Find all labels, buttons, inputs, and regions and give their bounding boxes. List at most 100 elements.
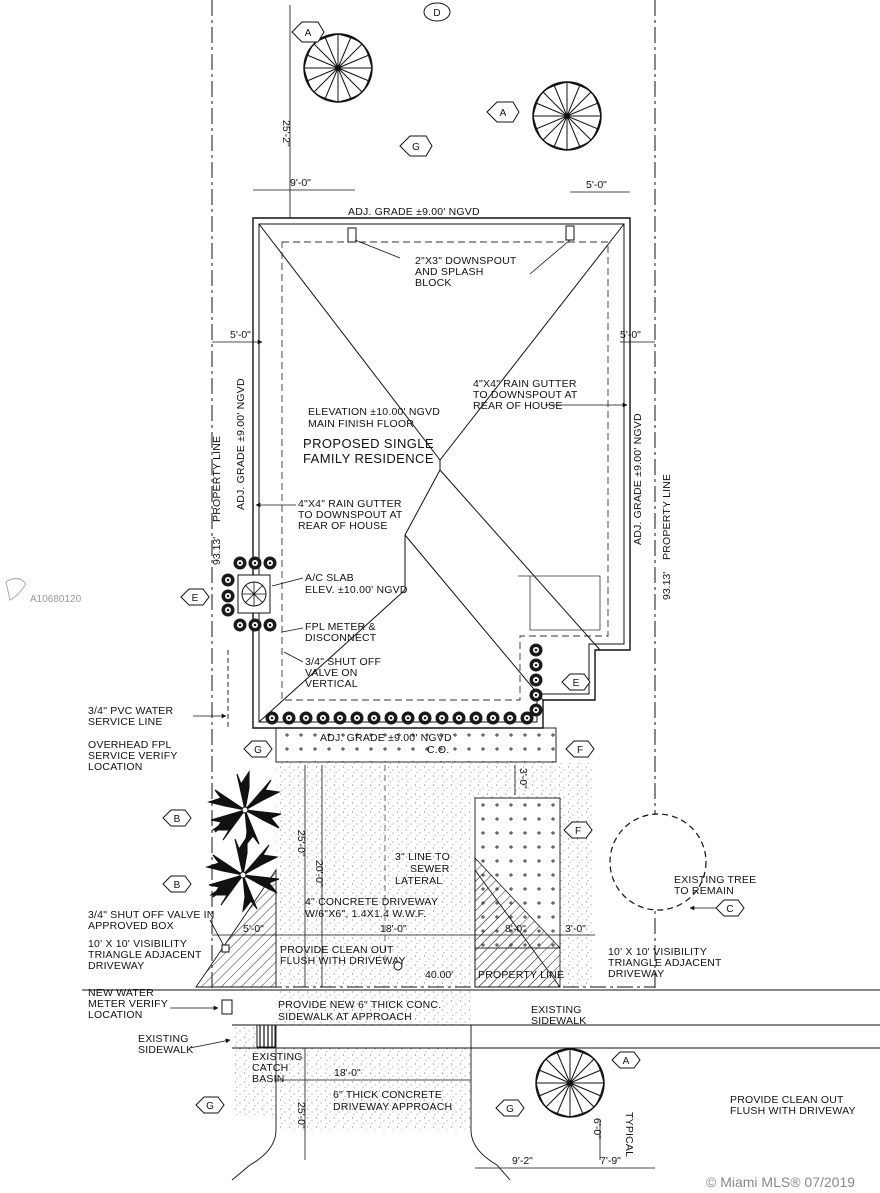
leader-fpl <box>281 627 304 633</box>
label-approach-1: 6" THICK CONCRETE <box>333 1089 442 1101</box>
new-sidewalk <box>276 990 471 1025</box>
label-existing-sidewalk-left-2: SIDEWALK <box>138 1044 193 1056</box>
label-cleanout-right-1: PROVIDE CLEAN OUT <box>730 1094 844 1106</box>
concrete-side <box>560 762 595 987</box>
roof-hip-1 <box>258 223 441 461</box>
label-sewer-2: SEWER <box>410 863 450 875</box>
tag-shrub-e-right <box>561 673 591 691</box>
label-gutter-right-2: TO DOWNSPOUT AT <box>473 389 578 401</box>
tree-a-top-right <box>532 81 602 151</box>
label-cleanout-co: C.O. <box>427 744 449 756</box>
tag-grass-g-top-label: G <box>412 142 420 153</box>
dim-front-8: 8'-0" <box>505 923 526 935</box>
cleanout-icon <box>393 961 403 971</box>
tag-d-label: D <box>433 8 440 19</box>
palm-tree-b-1 <box>208 771 282 847</box>
dim-front-3b: 3'-0" <box>565 923 586 935</box>
tree-a-bottom <box>535 1048 605 1118</box>
label-property-line-left: PROPERTY LINE <box>211 436 223 522</box>
dim-lot-depth-right: 93.13' <box>661 572 673 600</box>
label-shutoff-vertical-2: VALVE ON <box>305 667 358 679</box>
dim-side-right: 5'-0" <box>620 329 641 341</box>
label-overhead-fpl-2: SERVICE VERIFY <box>88 750 178 762</box>
shrubs-right-column <box>529 643 543 717</box>
label-gutter-right-3: REAR OF HOUSE <box>473 400 563 412</box>
ac-fan-icon <box>242 582 266 606</box>
label-fpl-meter-2: DISCONNECT <box>305 632 377 644</box>
label-residence-2: FAMILY RESIDENCE <box>303 451 434 466</box>
concrete-driveway <box>276 762 471 987</box>
mls-logo-icon <box>5 578 27 601</box>
label-gutter-left-3: REAR OF HOUSE <box>298 520 388 532</box>
catch-basin-grate-icon <box>259 1025 273 1047</box>
roof-hip-4 <box>439 469 601 651</box>
label-pvc-line-2: SERVICE LINE <box>88 716 163 728</box>
leader-downspout-left <box>354 239 401 259</box>
label-property-line-right: PROPERTY LINE <box>661 474 673 560</box>
tree-a-top-left <box>303 33 373 103</box>
label-adj-grade-top: ADJ. GRADE ±9.00' NGVD <box>348 206 480 218</box>
label-shutoff-vertical-1: 3/4" SHUT OFF <box>305 656 381 668</box>
label-sewer-1: 3" LINE TO <box>395 851 450 863</box>
dim-tree-6: 6'-0" <box>591 1118 603 1139</box>
tag-tree-a-3-label: A <box>623 1056 630 1067</box>
tag-palm-b-2-label: B <box>174 880 181 891</box>
downspout-right <box>565 225 575 241</box>
dim-front-5: 5'-0" <box>243 923 264 935</box>
leader-existing-sidewalk-left <box>189 1038 231 1049</box>
label-new-sidewalk-1: PROVIDE NEW 6" THICK CONC. <box>278 999 441 1011</box>
label-existing-sidewalk-right-2: SIDEWALK <box>531 1015 586 1027</box>
shutoff-valve-box <box>221 944 230 953</box>
label-gutter-left-1: 4"X4" RAIN GUTTER <box>298 498 402 510</box>
label-existing-sidewalk-left-1: EXISTING <box>138 1033 189 1045</box>
dim-approach-18: 18'-0" <box>334 1067 361 1079</box>
label-elevation-1: ELEVATION ±10.00' NGVD <box>308 406 440 418</box>
water-meter <box>221 999 233 1015</box>
label-pvc-line-1: 3/4" PVC WATER <box>88 705 174 717</box>
existing-tree-c <box>609 813 707 911</box>
label-gutter-left-2: TO DOWNSPOUT AT <box>298 509 403 521</box>
tag-tree-c <box>715 899 745 917</box>
label-typical: TYPICAL <box>623 1112 635 1157</box>
label-residence-1: PROPOSED SINGLE <box>303 436 434 451</box>
label-cleanout-flush-1: PROVIDE CLEAN OUT <box>280 944 394 956</box>
label-vis-right-3: DRIVEWAY <box>608 968 664 980</box>
tag-grass-g-top <box>399 135 433 157</box>
dim-front-18: 18'-0" <box>380 923 407 935</box>
tag-shrub-e-left <box>180 588 210 606</box>
tag-palm-b-1-label: B <box>174 814 181 825</box>
dim-bottom-9: 9'-2" <box>512 1155 533 1167</box>
dim-front-20: 20'-0" <box>313 860 325 887</box>
leader-downspout-right <box>529 239 571 275</box>
label-new-meter-3: LOCATION <box>88 1009 143 1021</box>
dim-lot-width: 40.00' <box>425 969 453 981</box>
label-catch-basin-2: CATCH <box>252 1062 288 1074</box>
label-fpl-meter-1: FPL METER & <box>305 621 376 633</box>
tag-grass-g-bottom-left-label: G <box>206 1101 214 1112</box>
tag-grass-g-left <box>243 740 273 758</box>
approach-left-edge <box>231 1025 277 1181</box>
label-existing-tree-2: TO REMAIN <box>674 885 734 897</box>
tag-grass-g-bottom-right-label: G <box>506 1104 514 1115</box>
label-vis-left-2: TRIANGLE ADJACENT <box>88 949 202 961</box>
dim-lot-depth-left: 93.13' <box>211 537 223 565</box>
house-roof-inner <box>258 223 625 723</box>
tag-shrub-e-left-label: E <box>192 593 199 604</box>
tag-tree-a-1 <box>291 21 325 43</box>
tag-tree-a-2 <box>486 101 520 123</box>
dim-side-left: 5'-0" <box>230 329 251 341</box>
label-downspout-1: 2"X3" DOWNSPOUT <box>415 255 517 267</box>
tag-tree-c-label: C <box>726 904 733 915</box>
label-catch-basin-3: BASIN <box>252 1073 285 1085</box>
dim-front-3: 3'-0" <box>517 768 529 789</box>
label-downspout-3: BLOCK <box>415 277 452 289</box>
roof-hip-3 <box>404 469 441 536</box>
leader-shutoff <box>283 651 304 663</box>
covered-porch <box>518 575 601 631</box>
dim-bottom-7: 7'-9" <box>600 1155 621 1167</box>
dim-front-25: 25'-0" <box>295 830 307 857</box>
house-roof-outline <box>252 217 631 729</box>
label-overhead-fpl-1: OVERHEAD FPL <box>88 739 172 751</box>
label-vis-left-3: DRIVEWAY <box>88 960 144 972</box>
driveway-approach <box>276 1048 471 1130</box>
